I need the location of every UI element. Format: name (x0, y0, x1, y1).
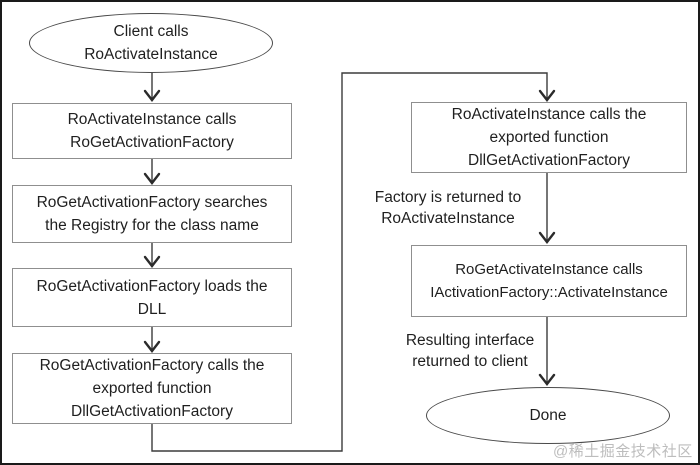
step-factory-loads-dll: RoGetActivationFactory loads the DLL (12, 268, 292, 327)
arrow-box1-to-box2 (143, 158, 161, 185)
step-calls-activateinstance: RoGetActivateInstance calls IActivationF… (411, 245, 687, 317)
step-text-line2: DLL (137, 300, 167, 318)
step-text-line1: RoGetActivationFactory calls the (39, 357, 265, 374)
annotation-text-line2: returned to client (412, 353, 528, 370)
arrow-box3-to-box4 (143, 326, 161, 353)
arrow-box6-to-done (538, 316, 556, 386)
step-roactivateinstance-calls-factory: RoActivateInstance calls RoGetActivation… (12, 103, 292, 159)
connector-box4-to-box5 (151, 72, 556, 452)
arrow-box2-to-box3 (143, 242, 161, 268)
step-text-line2: exported function (92, 380, 212, 397)
step-factory-searches-registry: RoGetActivationFactory searches the Regi… (12, 185, 292, 243)
annotation-text-line1: Factory is returned to (374, 189, 522, 206)
annotation-factory-returned: Factory is returned to RoActivateInstanc… (356, 186, 540, 230)
step-text-line2: the Registry for the class name (45, 217, 259, 234)
step-roactivateinstance-calls-exported: RoActivateInstance calls the exported fu… (411, 102, 687, 173)
arrow-start-to-box1 (143, 72, 161, 102)
done-node-text: Done (529, 407, 567, 424)
done-node: Done (426, 387, 670, 444)
annotation-resulting-interface: Resulting interface returned to client (380, 330, 560, 372)
step-text-line1: RoActivateInstance calls (67, 111, 237, 128)
step-text-line2: exported function (489, 129, 609, 146)
step-text-line1: RoGetActivationFactory searches (36, 194, 268, 211)
start-node: Client calls RoActivateInstance (29, 13, 273, 73)
annotation-text-line1: Resulting interface (405, 332, 535, 349)
start-node-text-line2: RoActivateInstance (84, 46, 218, 63)
start-node-text-line1: Client calls (113, 23, 189, 40)
step-factory-calls-exported: RoGetActivationFactory calls the exporte… (12, 353, 292, 424)
step-text-line2: IActivationFactory::ActivateInstance (430, 284, 668, 301)
watermark-text: @稀土掘金技术社区 (553, 443, 693, 460)
step-text-line1: RoActivateInstance calls the (451, 106, 647, 123)
step-text-line2: RoGetActivationFactory (70, 134, 234, 151)
annotation-text-line2: RoActivateInstance (381, 210, 515, 227)
step-text-line3: DllGetActivationFactory (71, 403, 233, 420)
step-text-line1: RoGetActivateInstance calls (455, 261, 643, 278)
step-text-line1: RoGetActivationFactory loads the (36, 277, 268, 295)
step-text-line3: DllGetActivationFactory (468, 152, 630, 169)
arrow-box5-to-box6 (538, 172, 556, 244)
